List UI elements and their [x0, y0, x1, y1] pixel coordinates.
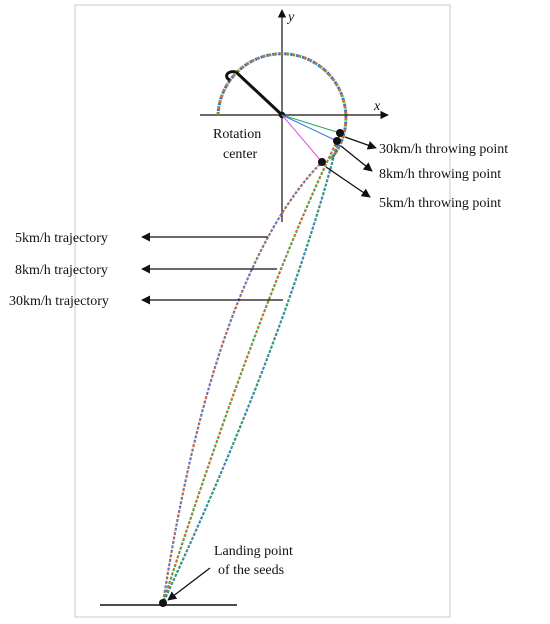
- label-30kmh-trajectory: 30km/h trajectory: [9, 294, 109, 309]
- label-8kmh-throwing-point: 8km/h throwing point: [379, 167, 501, 182]
- arrow-30kmh-throwing-point: [344, 136, 377, 150]
- label-5kmh-trajectory: 5km/h trajectory: [15, 231, 108, 246]
- rotating-arm: [234, 70, 284, 117]
- trajectory-30kmh-curve: [162, 132, 342, 604]
- y-axis-label: y: [286, 10, 295, 25]
- arrow-landing-point: [167, 567, 211, 601]
- radius-line-30kmh: [281, 114, 341, 134]
- arrow-5kmh-throwing-point: [325, 166, 371, 198]
- rotation-center-label-line-2: center: [223, 147, 258, 162]
- label-5kmh-throwing-point: 5km/h throwing point: [379, 196, 501, 211]
- rotation-center-label-line-1: Rotation: [213, 127, 261, 142]
- trajectory-8kmh-curve: [161, 140, 338, 604]
- hook-icon: [225, 70, 237, 82]
- x-axis-label: x: [373, 99, 381, 114]
- throwing-point-8kmh: [333, 137, 341, 145]
- diagram-frame: [74, 4, 451, 618]
- landing-label-line-2: of the seeds: [218, 563, 284, 578]
- throwing-point-5kmh: [318, 158, 326, 166]
- arrow-8kmh-throwing-point: [340, 145, 373, 172]
- throwing-point-30kmh: [336, 129, 344, 137]
- radius-line-8kmh: [281, 114, 338, 142]
- landing-label-line-1: Landing point: [214, 544, 293, 559]
- trajectory-5kmh-curve: [161, 161, 323, 604]
- landing-point: [159, 599, 167, 607]
- label-8kmh-trajectory: 8km/h trajectory: [15, 263, 108, 278]
- radius-line-5kmh: [281, 114, 323, 163]
- label-30kmh-throwing-point: 30km/h throwing point: [379, 142, 508, 157]
